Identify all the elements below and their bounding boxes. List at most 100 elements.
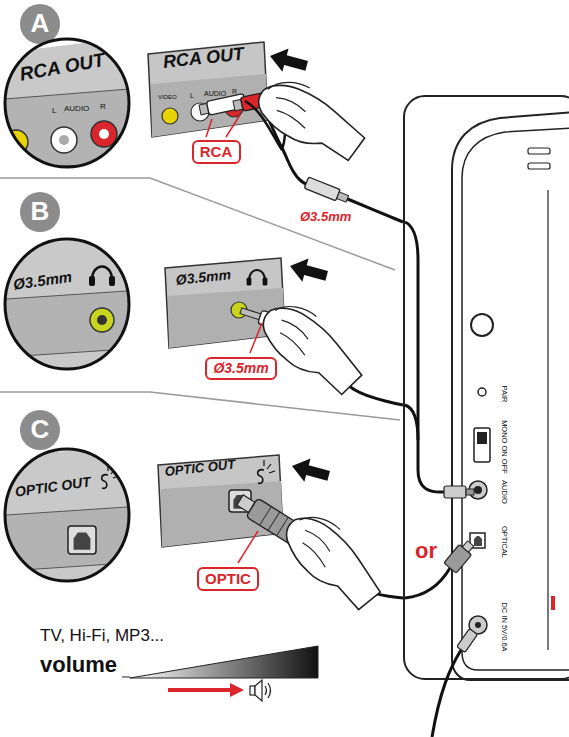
- receiver-body: [547, 190, 548, 650]
- power-plug: [457, 629, 478, 653]
- step-badge: A: [20, 4, 60, 44]
- zoom-circle-outline: [2, 236, 132, 372]
- zoom-circle-outline: [5, 449, 129, 581]
- zoom-circle-outline: [102, 475, 108, 489]
- zoom-circle-outline: [59, 135, 69, 145]
- receiver-body: [477, 432, 487, 444]
- receiver-body: [474, 536, 482, 546]
- zoom-circle-outline: [89, 276, 95, 286]
- or-label: or: [415, 538, 437, 563]
- zoom-circle-outline: [0, 236, 142, 376]
- receiver-body: [452, 112, 569, 680]
- port-label: R: [232, 88, 237, 96]
- zoom-circle-outline: [0, 446, 142, 586]
- zoom-circle-outline: [0, 236, 142, 376]
- inner-cable: [405, 568, 450, 598]
- cable-size: Ø3.5mm: [300, 210, 351, 225]
- hand: [250, 75, 374, 163]
- zoom-circle-outline: [51, 127, 77, 153]
- volume-label: volume: [40, 652, 117, 677]
- speaker-icon: [250, 680, 271, 701]
- step-badge-outline: [20, 4, 60, 44]
- port-label: OPTICAL: [500, 526, 509, 558]
- optical-plug: [268, 512, 280, 531]
- optic-panel-outline: [258, 470, 264, 484]
- port-label: L: [52, 106, 56, 115]
- zoom-circle-outline: [2, 446, 132, 584]
- zoom-circle-outline: [97, 315, 107, 325]
- optic-panel: OPTIC OUT: [158, 455, 283, 547]
- zoom-circle: Ø3.5mm: [2, 236, 132, 372]
- push-arrow: [287, 254, 330, 287]
- volume-wedge: [130, 646, 318, 678]
- zoom-circle-outline: [90, 308, 114, 332]
- hand: [249, 296, 377, 399]
- step-badge-outline: [20, 192, 60, 232]
- section-divider: [0, 392, 400, 420]
- zoom-circle-outline: [0, 446, 142, 586]
- optical-plug: [462, 541, 473, 552]
- receiver-body: [474, 486, 482, 494]
- receiver-body: [452, 112, 569, 680]
- jack-plug: [304, 177, 349, 204]
- zoom-circle-outline: [0, 88, 142, 170]
- optic-panel-outline: [158, 455, 283, 547]
- receiver-body: [528, 148, 550, 154]
- leader-line: [238, 531, 258, 563]
- hand: [249, 296, 377, 399]
- rca-plug: [206, 94, 246, 116]
- step-badge: B: [20, 192, 60, 232]
- volume-arrow: [168, 683, 244, 697]
- receiver-body: [478, 388, 486, 396]
- leader-line: [206, 119, 212, 137]
- step-letter: C: [31, 415, 50, 445]
- source-list: TV, Hi-Fi, MP3...: [40, 626, 164, 646]
- receiver-body: [462, 128, 569, 652]
- push-arrow: [289, 454, 332, 487]
- leader-line: [226, 115, 240, 137]
- speaker-icon: [265, 686, 267, 695]
- jack-plug: [444, 486, 474, 498]
- inner-cable: [432, 650, 461, 737]
- volume-arrow: [168, 688, 232, 692]
- jack-plug: [304, 177, 340, 201]
- leader-line: [250, 323, 262, 353]
- volume-arrow: [230, 683, 244, 697]
- jack-panel-outline: [263, 278, 268, 286]
- zoom-circle-outline: [5, 239, 129, 369]
- speaker-icon: [250, 686, 255, 695]
- power-plug: [457, 629, 478, 653]
- port-label: AUDIO: [500, 480, 509, 504]
- port-label: L: [190, 92, 194, 100]
- callout-box: OPTIC: [197, 567, 259, 591]
- callout-text: RCA: [200, 143, 233, 160]
- rca-panel-outline: [162, 108, 178, 124]
- optic-panel-outline: [263, 460, 264, 466]
- zoom-circle-outline: [91, 121, 117, 147]
- receiver-body: [471, 314, 493, 336]
- zoom-circle-outline: [68, 526, 96, 554]
- volume-wedge: [122, 677, 130, 678]
- callout-text: Ø3.5mm: [213, 360, 268, 376]
- hand: [270, 505, 398, 614]
- callout-box: RCA: [192, 140, 241, 164]
- rca-panel-outline: [148, 42, 268, 137]
- push-arrow: [267, 44, 310, 77]
- zoom-circle: RCA OUTLAUDIOR: [2, 36, 132, 170]
- inner-cable: [405, 405, 418, 440]
- jack-plug: [240, 308, 261, 320]
- callout-box: Ø3.5mm: [205, 357, 277, 380]
- volume-wedge: [122, 646, 318, 678]
- step-badge-outline: [20, 410, 60, 450]
- push-arrow: [287, 254, 330, 287]
- receiver-body: [551, 596, 555, 610]
- speaker-icon: [255, 680, 262, 701]
- receiver-body: [474, 428, 490, 462]
- jack-plug: [337, 192, 349, 202]
- optical-plug: [260, 507, 272, 526]
- hand: [250, 75, 374, 163]
- receiver-body: [462, 652, 569, 670]
- inner-cable: [405, 222, 461, 737]
- zoom-circle-outline: [0, 36, 142, 176]
- port-label: MONO ON OFF: [500, 420, 509, 474]
